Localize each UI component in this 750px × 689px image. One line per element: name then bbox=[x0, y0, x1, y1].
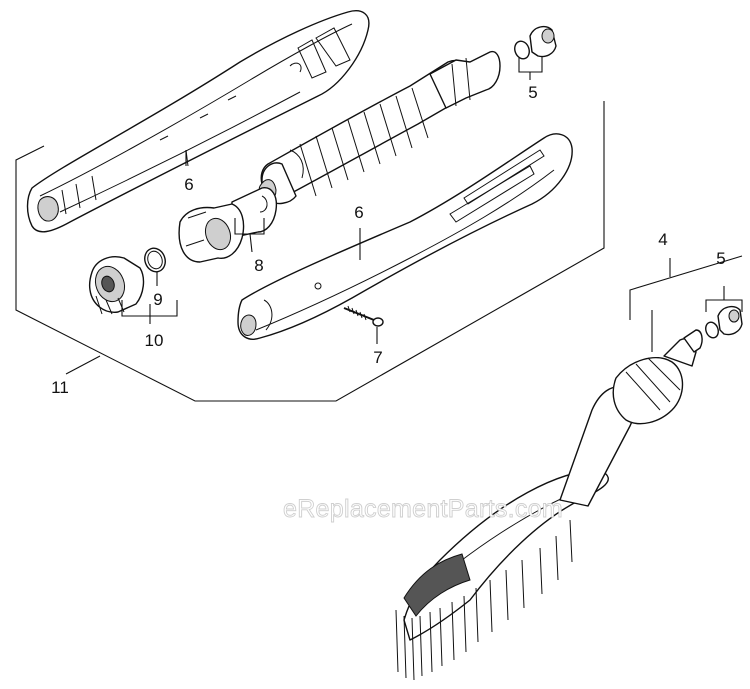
leader-lines bbox=[121, 57, 743, 352]
connector-part-8 bbox=[178, 187, 278, 263]
callout-6-bottom: 6 bbox=[354, 203, 363, 222]
callout-8: 8 bbox=[254, 256, 263, 275]
callout-6-top: 6 bbox=[184, 175, 193, 194]
wash-brush-part-4 bbox=[395, 329, 703, 681]
handle-shell-half-part bbox=[26, 10, 370, 233]
callout-10: 10 bbox=[145, 331, 164, 350]
o-ring-part-9 bbox=[144, 247, 166, 273]
quick-coupling-part-5-right bbox=[705, 305, 743, 339]
callout-7: 7 bbox=[373, 348, 382, 367]
callout-4: 4 bbox=[658, 230, 667, 249]
quick-coupling-part-5-top bbox=[514, 25, 557, 60]
screw-part-7 bbox=[343, 305, 384, 327]
coupling-nut-part-10 bbox=[88, 256, 145, 315]
callout-9: 9 bbox=[153, 290, 162, 309]
callout-5-top: 5 bbox=[528, 83, 537, 102]
handle-shell-lower-part bbox=[237, 133, 573, 340]
watermark-text: eReplacementParts.com bbox=[283, 495, 563, 523]
callout-5-right: 5 bbox=[716, 249, 725, 268]
callout-11: 11 bbox=[51, 378, 69, 397]
assembly-bracket-11 bbox=[15, 101, 605, 402]
